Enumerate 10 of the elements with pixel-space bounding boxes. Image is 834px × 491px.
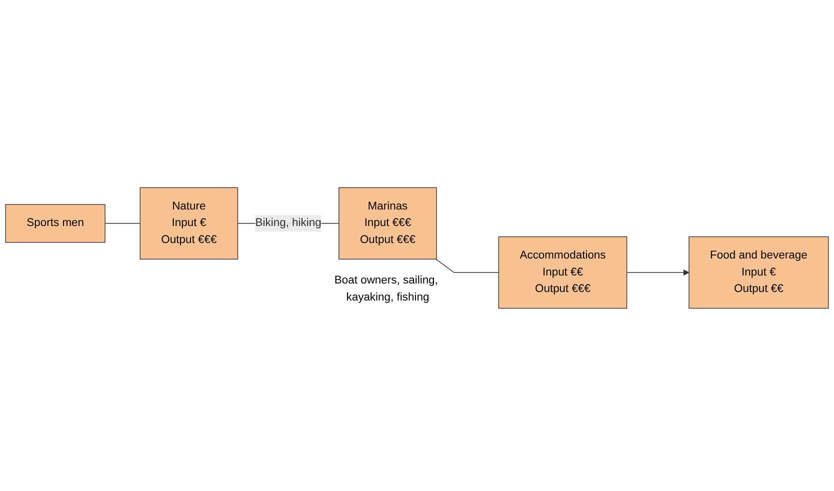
- node-box: Food and beverage Input € Output €€: [688, 236, 829, 309]
- node-box: Accommodations Input €€ Output €€€: [498, 236, 628, 309]
- node-label: Boat owners, sailing, kayaking, fishing: [334, 274, 438, 304]
- arrow: [626, 269, 690, 276]
- node-box: Marinas Input €€€ Output €€€: [338, 187, 437, 260]
- connector: [104, 223, 140, 224]
- node-box: Sports men: [5, 204, 106, 243]
- edge-label: Biking, hiking: [255, 217, 322, 230]
- node-box: Nature Input € Output €€€: [140, 187, 238, 260]
- connector: [436, 258, 500, 273]
